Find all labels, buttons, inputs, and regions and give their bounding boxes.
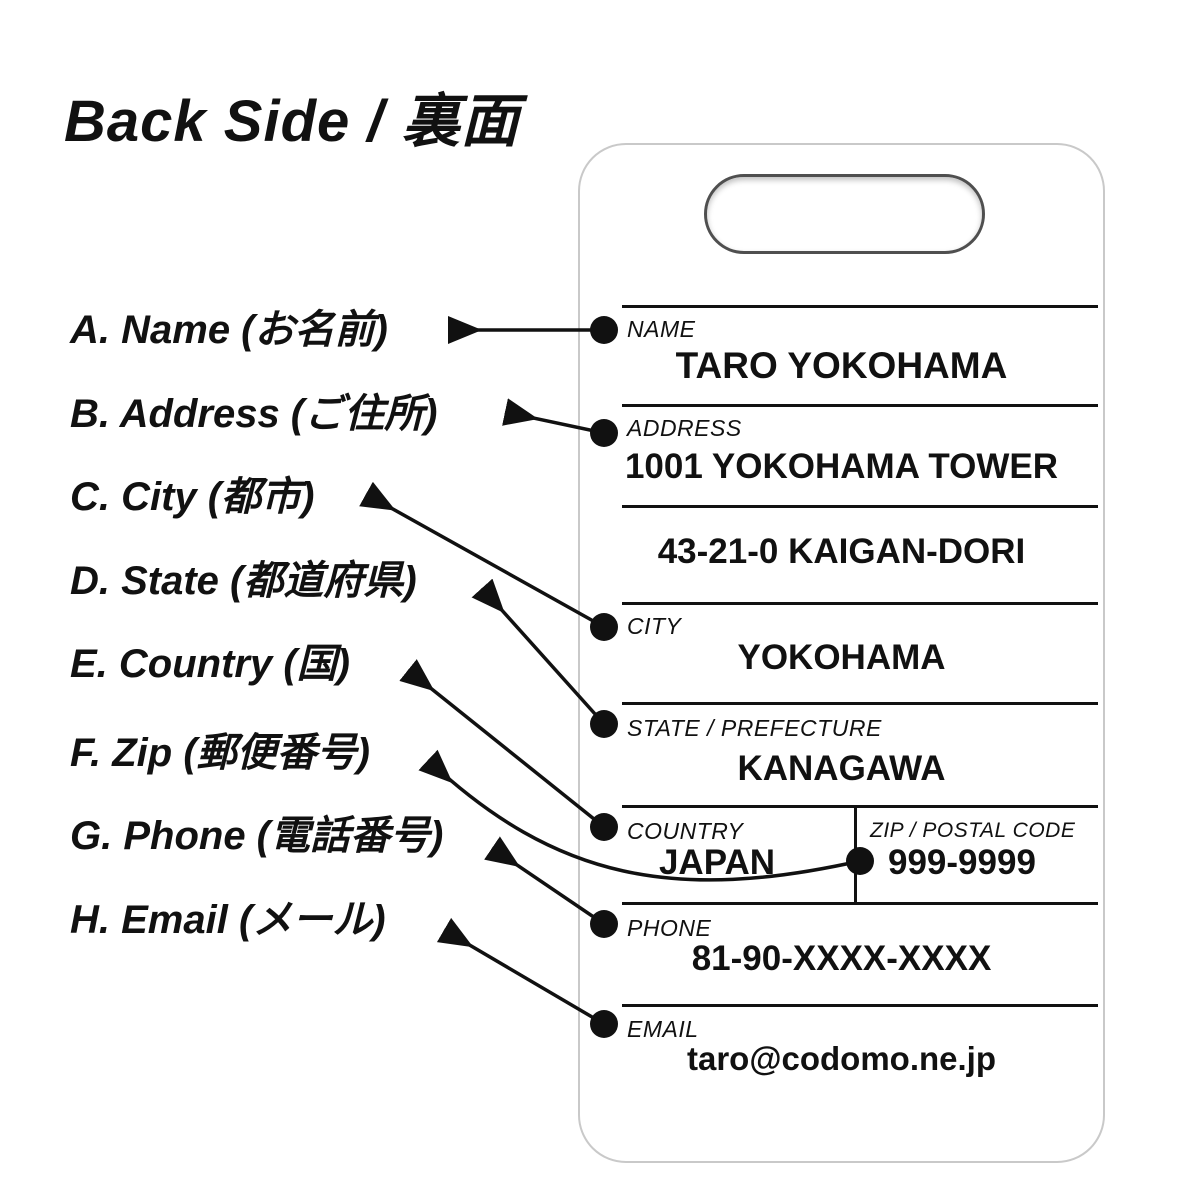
- phone-field-value: 81-90-XXXX-XXXX: [691, 939, 992, 978]
- page-title: Back Side / 裏面: [64, 89, 520, 154]
- divider: [622, 805, 1098, 808]
- callout-line-country: [399, 659, 618, 841]
- legend-item-city: C. City (都市): [70, 475, 315, 519]
- divider: [622, 602, 1098, 605]
- legend-item-zip: F. Zip (郵便番号): [70, 731, 370, 775]
- state-field-label: STATE / PREFECTURE: [627, 715, 882, 741]
- divider: [622, 1004, 1098, 1007]
- divider: [622, 305, 1098, 308]
- luggage-tag-back: NAME TARO YOKOHAMA ADDRESS 1001 YOKOHAMA…: [578, 143, 1105, 1163]
- phone-field-label: PHONE: [627, 915, 712, 941]
- divider: [622, 505, 1098, 508]
- name-field-label: NAME: [627, 316, 696, 342]
- city-field-value: YOKOHAMA: [737, 638, 946, 677]
- address-field-value-line1: 1001 YOKOHAMA TOWER: [624, 447, 1059, 486]
- legend-item-country: E. Country (国): [70, 642, 350, 686]
- legend-item-name: A. Name (お名前): [70, 308, 388, 352]
- city-field-label: CITY: [627, 613, 682, 639]
- address-field-label: ADDRESS: [627, 415, 742, 441]
- country-zip-divider: [854, 805, 857, 905]
- divider: [622, 404, 1098, 407]
- legend-item-email: H. Email (メール): [70, 898, 386, 942]
- email-field-value: taro@codomo.ne.jp: [686, 1040, 997, 1077]
- zip-field-value: 999-9999: [888, 843, 1036, 882]
- country-field-value: JAPAN: [658, 843, 776, 882]
- legend-item-phone: G. Phone (電話番号): [70, 814, 444, 858]
- legend-item-state: D. State (都道府県): [70, 559, 417, 603]
- state-field-value: KANAGAWA: [737, 749, 946, 788]
- zip-field-label: ZIP / POSTAL CODE: [870, 819, 1076, 842]
- tag-handle-hole: [704, 174, 985, 254]
- address-field-value-line2: 43-21-0 KAIGAN-DORI: [657, 532, 1026, 571]
- divider: [622, 902, 1098, 905]
- name-field-value: TARO YOKOHAMA: [675, 345, 1008, 386]
- legend-item-address: B. Address (ご住所): [70, 392, 438, 436]
- email-field-label: EMAIL: [627, 1016, 699, 1042]
- country-field-label: COUNTRY: [627, 818, 744, 844]
- divider: [622, 702, 1098, 705]
